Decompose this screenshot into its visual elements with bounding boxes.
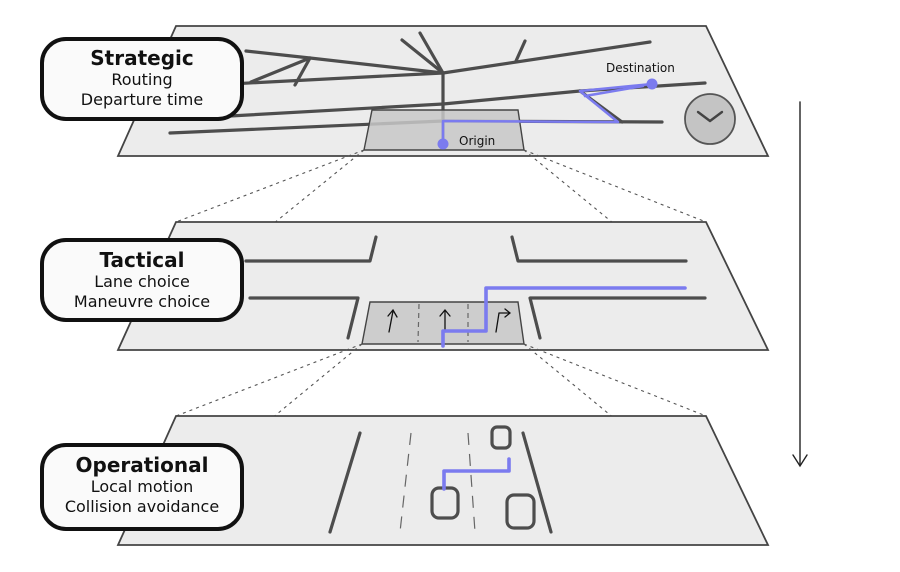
operational-trajectory bbox=[442, 457, 511, 491]
strategic-layer-box: Strategic Routing Departure time bbox=[40, 37, 244, 121]
strategic-route bbox=[441, 82, 654, 144]
tactical-road-edges bbox=[244, 235, 707, 340]
operational-line-2: Collision avoidance bbox=[64, 497, 220, 516]
straight-arrow-icon bbox=[387, 308, 398, 333]
operational-lane-dividers bbox=[399, 432, 476, 533]
destination-label: Destination bbox=[606, 61, 675, 75]
vehicle bbox=[505, 493, 536, 530]
straight-arrow-icon bbox=[439, 308, 451, 333]
strategic-plane: Destination Origin bbox=[116, 25, 770, 157]
lane-dividers bbox=[417, 303, 469, 343]
origin-label: Origin bbox=[459, 134, 495, 148]
operational-title: Operational bbox=[75, 453, 209, 477]
tactical-route bbox=[441, 286, 687, 348]
origin-marker bbox=[437, 138, 449, 150]
clock-icon bbox=[684, 93, 736, 145]
strategic-title: Strategic bbox=[90, 46, 194, 70]
vehicle bbox=[490, 425, 512, 450]
vehicles bbox=[430, 425, 536, 530]
operational-line-1: Local motion bbox=[90, 477, 194, 496]
tactical-line-1: Lane choice bbox=[94, 272, 190, 291]
strategic-line-2: Departure time bbox=[80, 90, 204, 109]
zoom-lines-upper bbox=[117, 149, 769, 351]
tactical-title: Tactical bbox=[99, 248, 185, 272]
down-arrow-icon bbox=[792, 101, 808, 468]
tactical-plane bbox=[116, 221, 770, 351]
zoom-lines-lower bbox=[117, 343, 769, 546]
right-turn-arrow-icon bbox=[495, 308, 511, 333]
operational-road-edges bbox=[328, 431, 553, 534]
tactical-layer-box: Tactical Lane choice Maneuvre choice bbox=[40, 238, 244, 322]
strategic-line-1: Routing bbox=[111, 70, 173, 89]
tactical-line-2: Maneuvre choice bbox=[73, 292, 211, 311]
operational-layer-box: Operational Local motion Collision avoid… bbox=[40, 443, 244, 531]
destination-marker bbox=[646, 78, 658, 90]
